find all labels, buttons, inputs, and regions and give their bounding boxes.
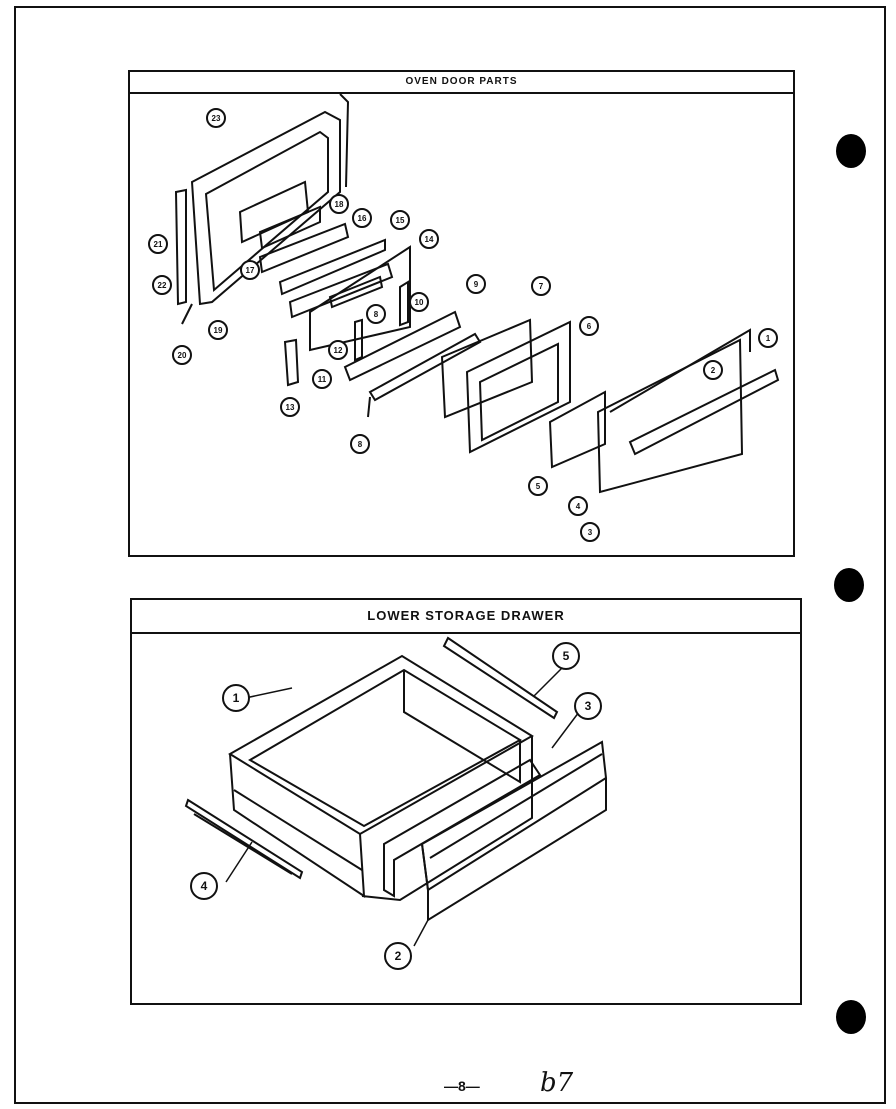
binder-hole-middle [834, 568, 864, 602]
drawer-callout-label: 3 [585, 699, 592, 713]
oven-callout-label: 22 [158, 281, 167, 290]
oven-door-title: OVEN DOOR PARTS [130, 72, 793, 94]
oven-callout-label: 14 [425, 235, 434, 244]
oven-callout-label: 18 [335, 200, 344, 209]
oven-callout-label: 20 [178, 351, 187, 360]
oven-callout-label: 15 [396, 216, 405, 225]
oven-callout-label: 8 [358, 440, 363, 449]
oven-callout-label: 3 [588, 528, 593, 537]
drawer-callout-label: 1 [233, 691, 240, 705]
oven-door-panel: OVEN DOOR PARTS [128, 70, 795, 557]
oven-callout-label: 12 [334, 346, 343, 355]
oven-callout-label: 10 [415, 298, 424, 307]
oven-callout-label: 13 [286, 403, 295, 412]
oven-callout-label: 6 [587, 322, 592, 331]
drawer-title: LOWER STORAGE DRAWER [132, 600, 800, 634]
drawer-callout-label: 4 [201, 879, 208, 893]
oven-callout-label: 9 [474, 280, 479, 289]
oven-callout-label: 16 [358, 214, 367, 223]
oven-callout-label: 11 [318, 375, 327, 384]
oven-callout-label: 2 [711, 366, 716, 375]
binder-hole-top [836, 134, 866, 168]
binder-hole-bottom [836, 1000, 866, 1034]
oven-callout-label: 17 [246, 266, 255, 275]
handwritten-note: b7 [540, 1068, 574, 1098]
oven-callout-label: 21 [154, 240, 163, 249]
oven-callout-label: 5 [536, 482, 541, 491]
drawer-callout-label: 5 [563, 649, 570, 663]
drawer-panel: LOWER STORAGE DRAWER [130, 598, 802, 1005]
page-frame [14, 6, 886, 1104]
oven-callout-label: 19 [214, 326, 223, 335]
oven-callout-label: 7 [539, 282, 544, 291]
oven-callout-label: 8 [374, 310, 379, 319]
drawer-callout-label: 2 [395, 949, 402, 963]
drawer-exploded-diagram: 1 5 3 4 2 [184, 636, 608, 970]
oven-callout-label: 23 [212, 114, 221, 123]
oven-callout-label: 1 [766, 334, 771, 343]
oven-callout-label: 4 [576, 502, 581, 511]
page-number: —8— [444, 1078, 480, 1094]
oven-door-exploded-diagram: 23 18 16 15 14 21 22 17 19 20 10 9 7 6 1… [148, 93, 780, 542]
